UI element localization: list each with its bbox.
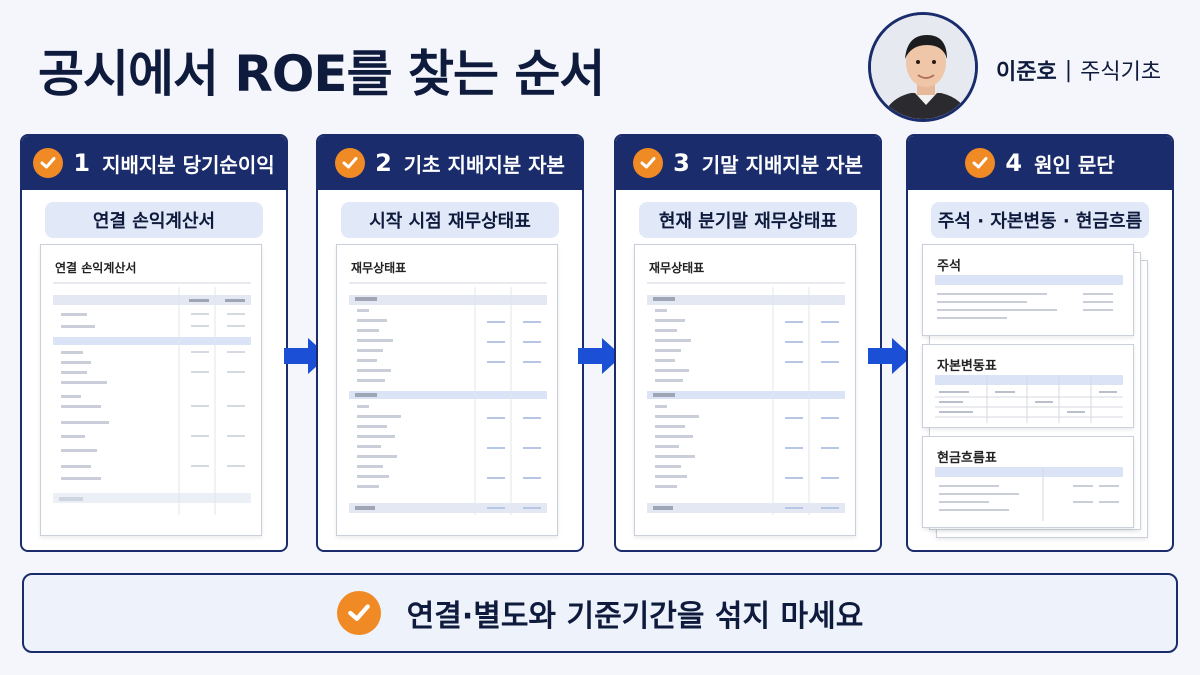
table-lines bbox=[935, 375, 1123, 423]
step-subtitle: 주석 · 자본변동 · 현금흐름 bbox=[931, 202, 1149, 238]
document-thumbnail: 재무상태표 bbox=[634, 244, 856, 536]
document-title: 재무상태표 bbox=[649, 261, 705, 275]
banner-text: 연결·별도와 기준기간을 섞지 마세요 bbox=[406, 599, 864, 634]
step-title: 지배지분 당기순이익 bbox=[102, 152, 275, 177]
sheet-label: 자본변동표 bbox=[937, 359, 997, 374]
step-title: 기말 지배지분 자본 bbox=[701, 152, 863, 177]
page-title: 공시에서 ROE를 찾는 순서 bbox=[38, 45, 605, 103]
step-header-4: 4 원인 문단 bbox=[908, 136, 1172, 190]
text-lines bbox=[935, 275, 1123, 319]
table-lines bbox=[935, 467, 1123, 521]
table-lines bbox=[349, 282, 547, 515]
arrow-right-icon bbox=[868, 338, 912, 374]
step-card-2: 2 기초 지배지분 자본 시작 시점 재무상태표 bbox=[316, 134, 584, 552]
check-circle-icon bbox=[633, 148, 664, 178]
check-circle-icon bbox=[965, 148, 996, 178]
table-lines bbox=[53, 282, 251, 515]
arrow-right-icon bbox=[578, 338, 622, 374]
check-circle-icon bbox=[336, 591, 381, 635]
step-card-4: 4 원인 문단 주석 · 자본변동 · 현금흐름 주석 자본변동표 현금흐름표 bbox=[906, 134, 1174, 552]
author-avatar bbox=[868, 12, 978, 122]
author-info: 이준호 | 주식기초 bbox=[996, 54, 1161, 86]
author-role: 주식기초 bbox=[1080, 60, 1162, 85]
document-title: 연결 손익계산서 bbox=[55, 261, 137, 275]
step-subtitle: 현재 분기말 재무상태표 bbox=[639, 202, 857, 238]
step-number: 1 bbox=[73, 149, 91, 177]
document-thumbnail: 재무상태표 bbox=[336, 244, 558, 536]
step-subtitle: 시작 시점 재무상태표 bbox=[341, 202, 559, 238]
sheet-equity-changes: 자본변동표 bbox=[922, 344, 1134, 428]
step-subtitle: 연결 손익계산서 bbox=[45, 202, 263, 238]
author-name: 이준호 bbox=[996, 60, 1057, 85]
step-header-3: 3 기말 지배지분 자본 bbox=[616, 136, 880, 190]
document-thumbnail: 연결 손익계산서 bbox=[40, 244, 262, 536]
table-lines bbox=[647, 282, 845, 515]
step-header-2: 2 기초 지배지분 자본 bbox=[318, 136, 582, 190]
step-number: 4 bbox=[1005, 149, 1023, 177]
sheet-notes: 주석 bbox=[922, 244, 1134, 336]
sheet-label: 주석 bbox=[937, 259, 961, 274]
step-card-3: 3 기말 지배지분 자본 현재 분기말 재무상태표 bbox=[614, 134, 882, 552]
document-title: 재무상태표 bbox=[351, 261, 407, 275]
warning-banner: 연결·별도와 기준기간을 섞지 마세요 bbox=[22, 573, 1178, 653]
step-header-1: 1 지배지분 당기순이익 bbox=[22, 136, 286, 190]
step-title: 원인 문단 bbox=[1034, 152, 1115, 177]
check-circle-icon bbox=[33, 148, 64, 178]
person-icon bbox=[871, 15, 975, 119]
sheet-label: 현금흐름표 bbox=[937, 451, 997, 466]
sheet-cash-flow: 현금흐름표 bbox=[922, 436, 1134, 528]
step-title: 기초 지배지분 자본 bbox=[403, 152, 565, 177]
step-number: 3 bbox=[673, 149, 690, 177]
author-separator: | bbox=[1064, 57, 1073, 83]
document-stack: 주석 자본변동표 현금흐름표 bbox=[922, 244, 1150, 540]
check-circle-icon bbox=[335, 148, 366, 178]
step-number: 2 bbox=[375, 149, 392, 177]
step-card-1: 1 지배지분 당기순이익 연결 손익계산서 bbox=[20, 134, 288, 552]
